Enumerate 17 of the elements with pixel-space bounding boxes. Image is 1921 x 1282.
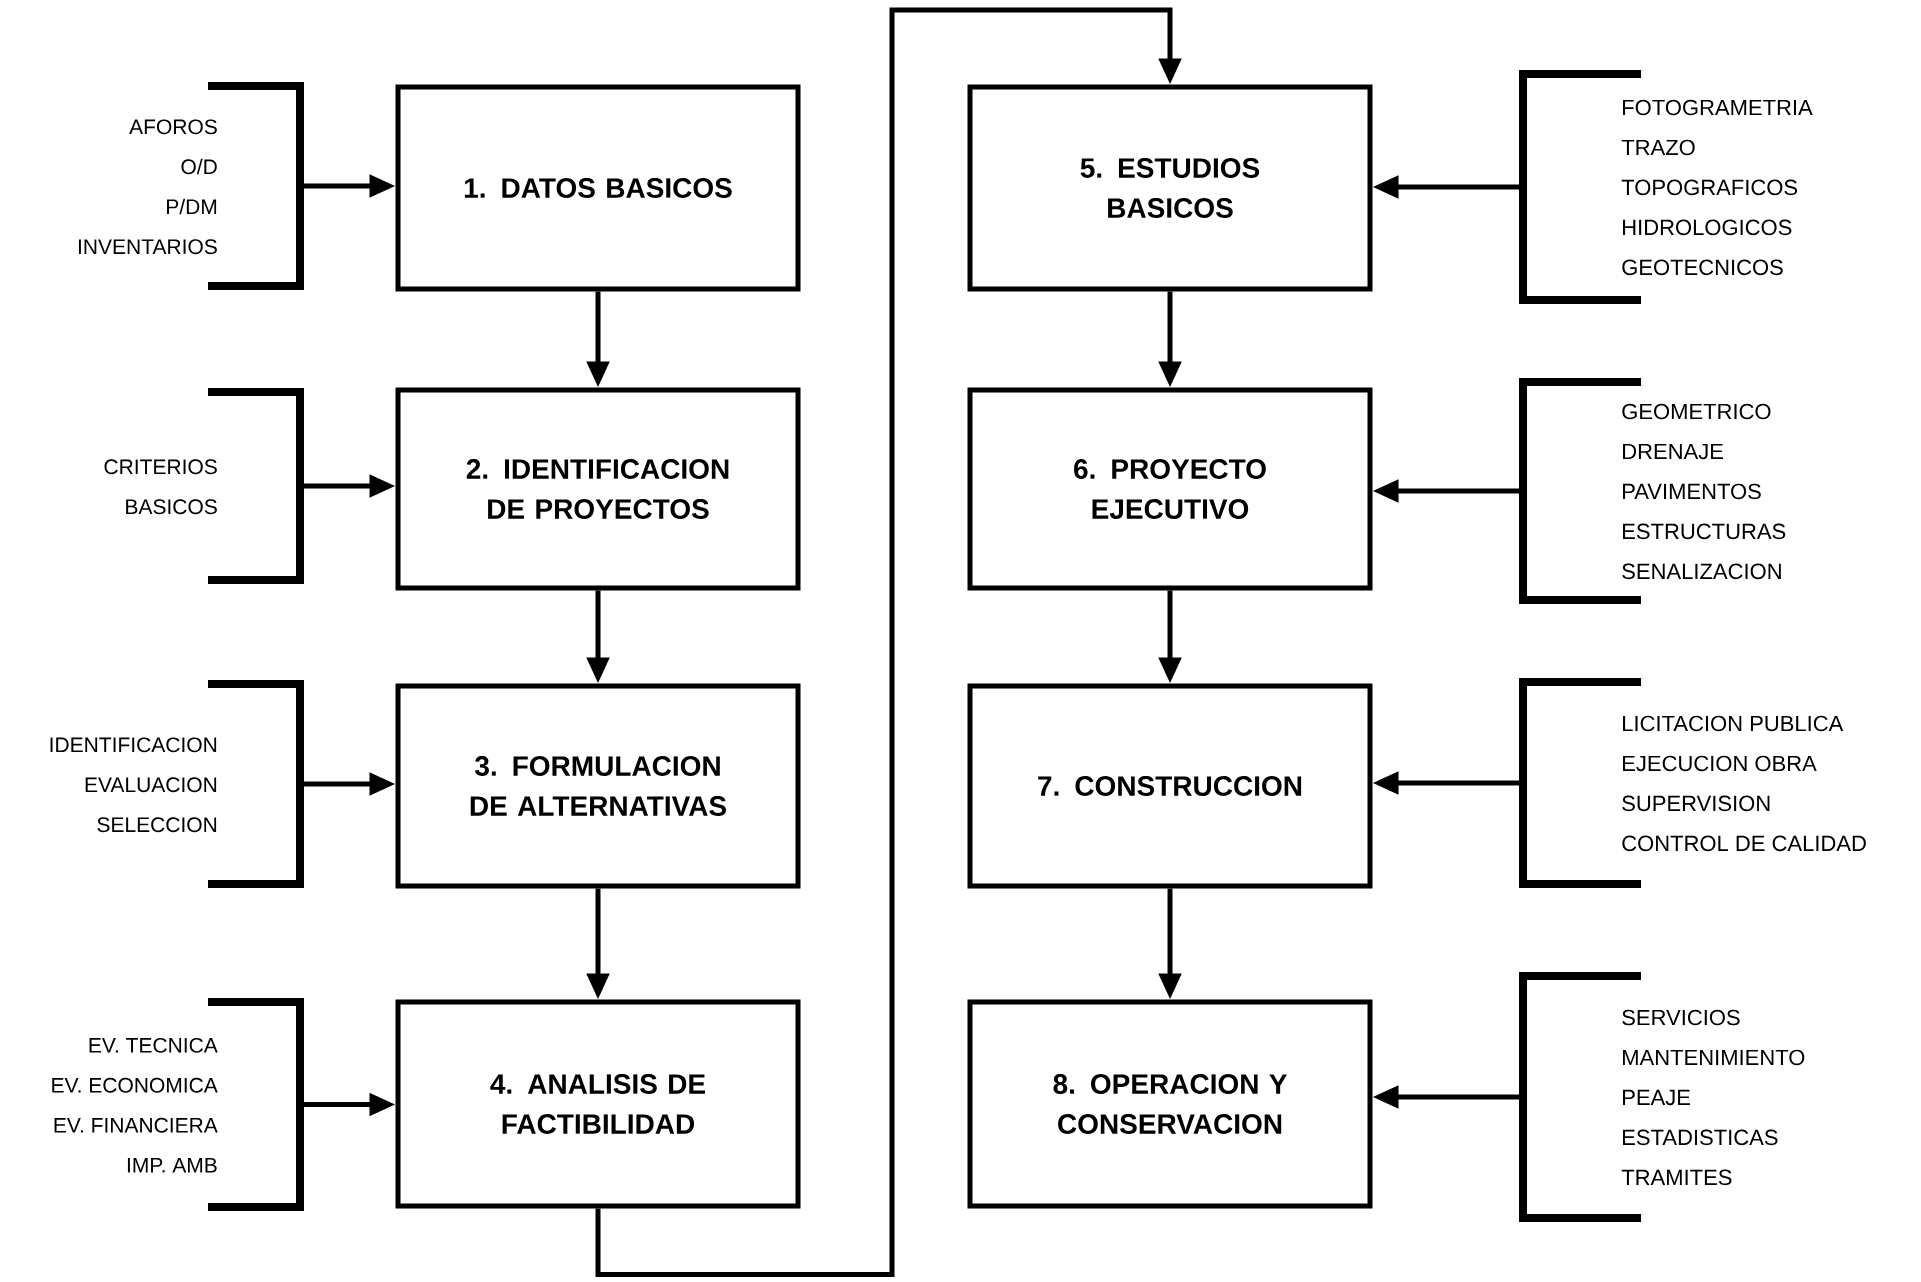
process-box: 6. PROYECTO EJECUTIVO — [967, 387, 1373, 591]
bracket-list: GEOMETRICO DRENAJE PAVIMENTOS ESTRUCTURAS SENALIZACION — [1519, 378, 1786, 604]
bracket-list: FOTOGRAMETRIA TRAZO TOPOGRAFICOS HIDROLOGICOS GEOTECNICOS — [1519, 70, 1813, 304]
process-box: 5. ESTUDIOS BASICOS — [967, 84, 1373, 292]
bracket-list: AFOROS O/D P/DM INVENTARIOS — [78, 82, 304, 290]
bracket-list: EV. TECNICA EV. ECONOMICA EV. FINANCIERA IMP. AMB — [52, 998, 304, 1211]
process-box: 2. IDENTIFICACION DE PROYECTOS — [395, 387, 801, 591]
bracket-list: CRITERIOS BASICOS — [104, 388, 304, 584]
process-box: 7. CONSTRUCCION — [967, 683, 1373, 889]
bracket-list: IDENTIFICACION EVALUACION SELECCION — [50, 680, 304, 888]
bracket-list: LICITACION PUBLICA EJECUCION OBRA SUPERVISION CONTROL DE CALIDAD — [1519, 678, 1866, 888]
process-box: 3. FORMULACION DE ALTERNATIVAS — [395, 683, 801, 889]
bracket-list: SERVICIOS MANTENIMIENTO PEAJE ESTADISTICAS TRAMITES — [1519, 972, 1805, 1222]
process-box: 4. ANALISIS DE FACTIBILIDAD — [395, 999, 801, 1209]
process-box: 1. DATOS BASICOS — [395, 84, 801, 292]
process-box: 8. OPERACION Y CONSERVACION — [967, 999, 1373, 1209]
arrow — [595, 7, 1182, 1277]
